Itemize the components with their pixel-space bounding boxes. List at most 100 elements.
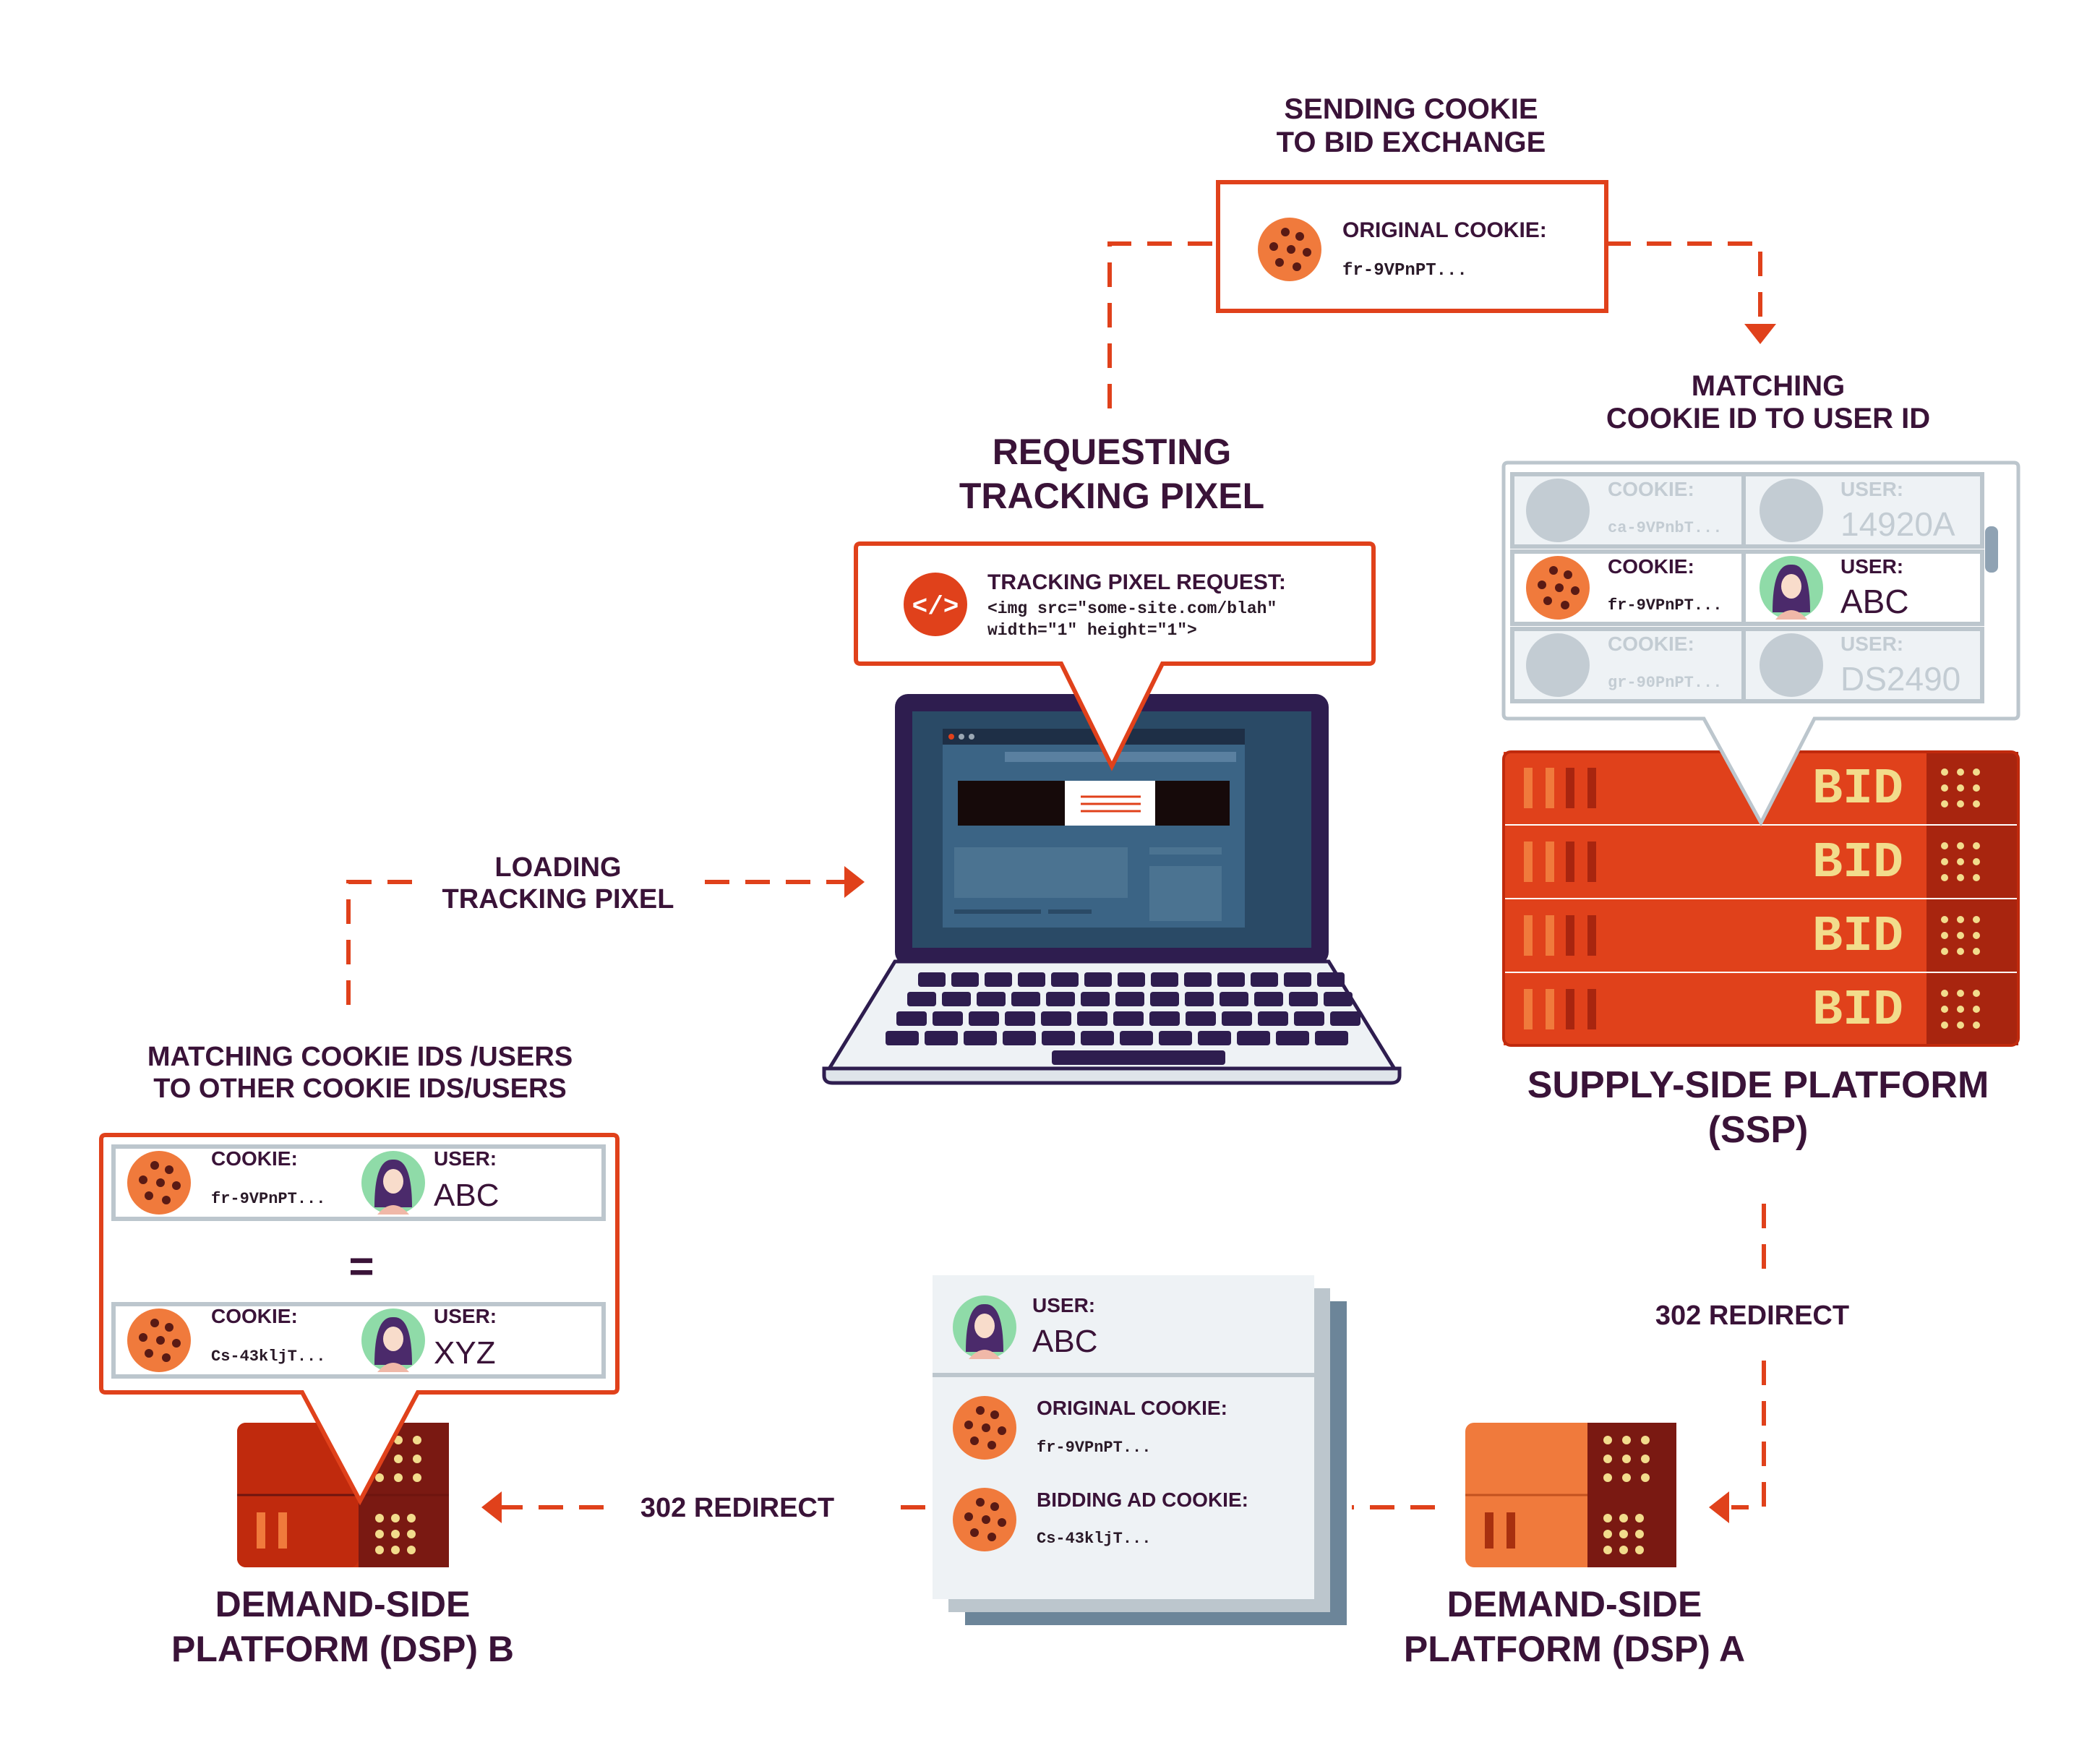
laptop-group: REQUESTING TRACKING PIXEL </> TRACKING P… — [822, 432, 1402, 1085]
cookie-value: Cs-43kljT... — [211, 1348, 325, 1366]
keyboard-key — [1276, 1031, 1309, 1045]
redirect-label-bottom: 302 REDIRECT — [640, 1493, 834, 1523]
keyboard-key — [1077, 1011, 1107, 1026]
ssp-user-label: USER: — [1840, 555, 1903, 578]
dsp-b-title-2: PLATFORM (DSP) B — [171, 1629, 514, 1669]
keyboard-key — [1254, 992, 1283, 1006]
redirect-label-right: 302 REDIRECT — [1655, 1301, 1849, 1331]
keyboard-key — [964, 1031, 997, 1045]
page-block — [1149, 866, 1222, 921]
arrow-left-icon — [481, 1491, 502, 1523]
browser-titlebar — [943, 729, 1245, 745]
placeholder-icon — [1526, 633, 1590, 697]
page-block — [954, 847, 1128, 898]
dsp-b-caption-2: TO OTHER COOKIE IDS/USERS — [153, 1074, 566, 1104]
requesting-title-2: TRACKING PIXEL — [959, 476, 1264, 516]
ssp-cookie-value: gr-90PnPT... — [1608, 674, 1722, 692]
keyboard-key — [1284, 972, 1311, 987]
original-cookie-label: ORIGINAL COOKIE: — [1342, 218, 1547, 242]
keyboard-key — [1003, 1031, 1036, 1045]
bubble-label: TRACKING PIXEL REQUEST: — [987, 570, 1286, 594]
arrow-left-icon — [1709, 1491, 1729, 1523]
card-user-label: USER: — [1032, 1294, 1095, 1316]
cookie-icon — [127, 1151, 191, 1215]
cookie-card-stack: USER: ABC ORIGINAL COOKIE: fr-9VPnPT... … — [933, 1275, 1347, 1625]
ssp-cookie-value: ca-9VPnbT... — [1608, 519, 1722, 537]
page-block — [1149, 847, 1222, 855]
user-avatar-icon — [953, 1295, 1016, 1359]
keyboard-key — [942, 992, 971, 1006]
keyboard-key — [1217, 972, 1245, 987]
arrow-right-icon — [844, 866, 865, 898]
keyboard-key — [1251, 972, 1278, 987]
user-avatar-icon — [1760, 556, 1823, 620]
bubble-code-line-1: <img src="some-site.com/blah" — [987, 599, 1277, 618]
keyboard-key — [1237, 1031, 1270, 1045]
ssp-cookie-label: COOKIE: — [1608, 633, 1694, 655]
user-label: USER: — [434, 1147, 497, 1170]
ssp-table: COOKIE:ca-9VPnbT...USER:14920ACOOKIE:fr-… — [1510, 472, 1984, 703]
browser-address-bar — [1005, 752, 1236, 762]
keyboard-key — [1315, 1031, 1348, 1045]
arrow-down-icon — [1744, 324, 1776, 344]
spacebar-key — [1052, 1050, 1225, 1065]
keyboard-key — [951, 972, 979, 987]
card-user-value: ABC — [1032, 1324, 1097, 1359]
original-cookie-value: fr-9VPnPT... — [1342, 261, 1467, 280]
placeholder-icon — [1760, 479, 1823, 542]
laptop-keyboard — [886, 972, 1360, 1065]
keyboard-key — [1198, 1031, 1231, 1045]
keyboard-key — [1084, 972, 1112, 987]
redirect-connectors — [499, 1204, 1766, 1509]
keyboard-key — [896, 1011, 927, 1026]
keyboard-key — [1081, 1031, 1114, 1045]
keyboard-key — [969, 1011, 999, 1026]
bid-label: BID — [1812, 909, 1903, 966]
keyboard-key — [1149, 1011, 1180, 1026]
keyboard-key — [1151, 972, 1178, 987]
cookie-icon — [127, 1309, 191, 1372]
ssp-cookie-label: COOKIE: — [1608, 555, 1694, 578]
sending-cookie-caption-2: TO BID EXCHANGE — [1277, 127, 1546, 158]
placeholder-icon — [1526, 479, 1590, 542]
dsp-b-row-2 — [111, 1302, 606, 1379]
bid-label: BID — [1812, 835, 1903, 892]
user-avatar-icon — [361, 1309, 425, 1372]
cookie-icon — [1258, 218, 1321, 281]
keyboard-key — [1042, 1031, 1075, 1045]
keyboard-key — [1115, 992, 1144, 1006]
keyboard-key — [925, 1031, 958, 1045]
keyboard-key — [985, 972, 1012, 987]
keyboard-key — [1289, 992, 1318, 1006]
ssp-group: MATCHING COOKIE ID TO USER ID BIDBIDBIDB… — [1501, 370, 2020, 1151]
keyboard-key — [1159, 1031, 1192, 1045]
cookie-value: fr-9VPnPT... — [211, 1190, 325, 1208]
ssp-user-label: USER: — [1840, 633, 1903, 655]
ssp-user-value: DS2490 — [1840, 660, 1960, 698]
loading-group: LOADING TRACKING PIXEL — [346, 852, 865, 1005]
matching-caption-1: MATCHING — [1692, 370, 1846, 402]
dsp-b-title-1: DEMAND-SIDE — [215, 1584, 471, 1624]
loading-caption-2: TRACKING PIXEL — [442, 884, 674, 915]
user-label: USER: — [434, 1305, 497, 1327]
scrollbar-thumb — [1985, 526, 1998, 573]
card-cookie2-label: BIDDING AD COOKIE: — [1037, 1489, 1248, 1511]
placeholder-icon — [1760, 633, 1823, 697]
ssp-user-label: USER: — [1840, 478, 1903, 500]
sending-cookie-caption-1: SENDING COOKIE — [1284, 93, 1538, 125]
ssp-user-value: 14920A — [1840, 505, 1955, 543]
keyboard-key — [1051, 972, 1079, 987]
ssp-cookie-label: COOKIE: — [1608, 478, 1694, 500]
keyboard-key — [1150, 992, 1179, 1006]
svg-text:</>: </> — [912, 592, 959, 622]
loading-caption-1: LOADING — [494, 852, 621, 883]
top-connectors — [1107, 241, 1762, 408]
dsp-b-row-1 — [111, 1144, 606, 1221]
card-cookie2-value: Cs-43kljT... — [1037, 1530, 1151, 1548]
dsp-a-group: DEMAND-SIDE PLATFORM (DSP) A — [1404, 1423, 1745, 1669]
keyboard-key — [886, 1031, 919, 1045]
ssp-table-row: COOKIE: ca-9VPnbT... USER: 14920A — [1510, 472, 1984, 549]
requesting-title-1: REQUESTING — [993, 432, 1232, 472]
keyboard-key — [1258, 1011, 1288, 1026]
